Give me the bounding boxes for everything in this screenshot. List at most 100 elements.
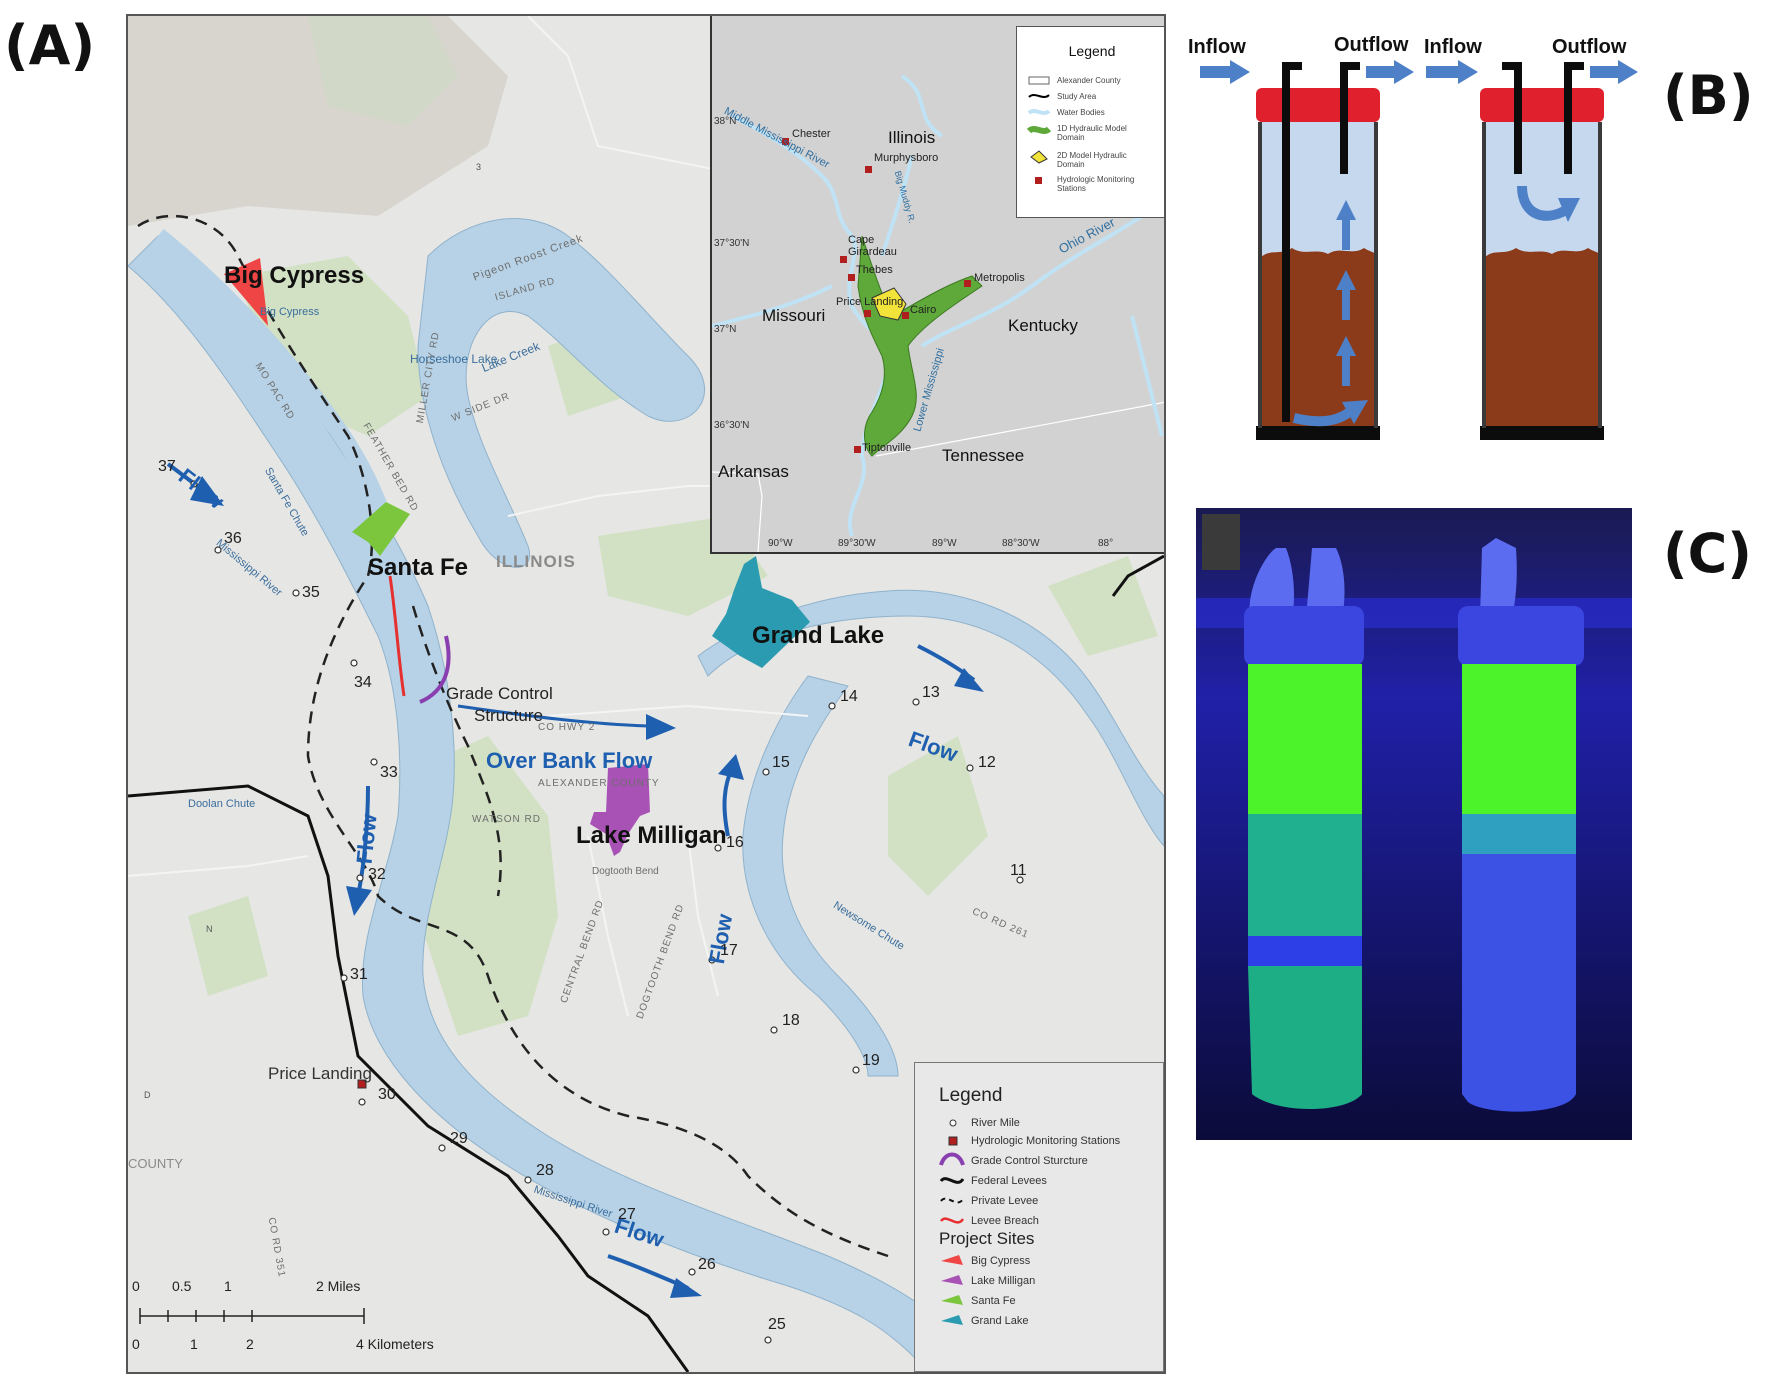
map-legend-item-private-levee: Private Levee xyxy=(971,1195,1039,1207)
alexander-county-label: ALEXANDER COUNTY xyxy=(538,778,660,789)
lake-milligan-site xyxy=(590,764,650,856)
river-mile-31: 31 xyxy=(350,966,368,983)
map-legend-item-federal-levees: Federal Levees xyxy=(971,1175,1047,1187)
inset-city-tiptonville: Tiptonville xyxy=(862,442,912,454)
outflow-label-left: Outflow xyxy=(1334,34,1409,56)
river-mile-34: 34 xyxy=(354,674,372,691)
inset-legend-item-alexander-county: Alexander County xyxy=(1057,76,1121,85)
river-mile-28: 28 xyxy=(536,1162,554,1179)
dogtooth-label: Dogtooth Bend xyxy=(592,866,659,877)
grand-lake-site xyxy=(712,556,810,668)
santa-fe-site xyxy=(352,502,410,556)
co-hwy-2-label: CO HWY 2 xyxy=(538,722,596,733)
uv-photo-art xyxy=(1196,508,1632,1140)
river-mile-37: 37 xyxy=(158,458,176,475)
scale-mi-0-5: 0.5 xyxy=(172,1278,192,1294)
inset-city-murphysboro: Murphysboro xyxy=(874,152,939,164)
flow-label-2: Flow xyxy=(351,812,382,866)
river-mile-19: 19 xyxy=(862,1052,880,1069)
big-cypress-site xyxy=(224,258,268,326)
river-mile-11: 11 xyxy=(1010,862,1027,879)
map-legend-item-river-mile: River Mile xyxy=(971,1117,1020,1129)
inset-legend: Legend Alexander County Study Area Water… xyxy=(1016,26,1164,218)
scale-km-4: 4 Kilometers xyxy=(356,1336,434,1352)
river-mile-30: 30 xyxy=(378,1086,396,1103)
map-legend-item-levee-breach: Levee Breach xyxy=(971,1215,1039,1227)
panel-label-b: (B) xyxy=(1663,64,1754,127)
doolan-chute-label: Doolan Chute xyxy=(188,798,256,810)
county-label: COUNTY xyxy=(128,1156,183,1171)
santa-fe-label: Santa Fe xyxy=(368,554,469,581)
inset-legend-item-stations: Hydrologic Monitoring Stations xyxy=(1057,175,1135,193)
inset-city-chester: Chester xyxy=(792,128,831,140)
inset-missouri: Missouri xyxy=(762,306,826,325)
inset-city-price-landing: Price Landing xyxy=(836,296,904,308)
inset-lon-90: 90°W xyxy=(768,538,793,549)
inset-city-metropolis: Metropolis xyxy=(974,272,1025,284)
inset-lat-37-30: 37°30'N xyxy=(714,238,750,249)
inflow-label-right: Inflow xyxy=(1424,36,1482,58)
river-mile-35: 35 xyxy=(302,584,320,601)
river-mile-14: 14 xyxy=(840,688,858,705)
inset-city-cairo: Cairo xyxy=(910,304,937,316)
river-mile-16: 16 xyxy=(726,834,744,851)
price-landing-label: Price Landing xyxy=(268,1064,372,1083)
inset-legend-item-water-bodies: Water Bodies xyxy=(1057,108,1105,117)
river-mile-33: 33 xyxy=(380,764,398,781)
map-legend-title: Legend xyxy=(939,1085,1003,1106)
river-mile-36: 36 xyxy=(224,530,242,547)
scale-km-2: 2 xyxy=(246,1336,254,1352)
river-mile-27: 27 xyxy=(618,1206,636,1223)
big-cypress-small-label: Big Cypress xyxy=(260,306,320,318)
inflow-label-left: Inflow xyxy=(1188,36,1246,58)
panel-label-c: (C) xyxy=(1663,522,1752,585)
uv-column-photo xyxy=(1196,508,1632,1140)
inset-lat-38: 38°N xyxy=(714,116,737,127)
study-area-map: Big Cypress Santa Fe Grand Lake Lake Mil… xyxy=(126,14,1166,1374)
river-mile-18: 18 xyxy=(782,1012,800,1029)
route-d-shield: D xyxy=(144,1090,151,1100)
river-mile-15: 15 xyxy=(772,754,790,771)
inset-city-thebes: Thebes xyxy=(856,264,893,276)
map-legend-site-big-cypress: Big Cypress xyxy=(971,1255,1031,1267)
big-cypress-label: Big Cypress xyxy=(224,262,365,289)
river-mile-29: 29 xyxy=(450,1130,468,1147)
regional-inset-map: Illinois Missouri Kentucky Tennessee Ark… xyxy=(710,16,1164,554)
river-mile-12: 12 xyxy=(978,754,996,771)
scale-km-0: 0 xyxy=(132,1336,140,1352)
scale-mi-1: 1 xyxy=(224,1278,232,1294)
inset-city-cape-girardeau: Cape Girardeau xyxy=(848,234,897,258)
river-mile-26: 26 xyxy=(698,1256,716,1273)
map-legend-item-stations: Hydrologic Monitoring Stations xyxy=(971,1135,1121,1147)
inset-legend-item-study-area: Study Area xyxy=(1057,92,1097,101)
map-legend-site-lake-milligan: Lake Milligan xyxy=(971,1275,1036,1287)
inset-legend-item-1d-domain: 1D Hydraulic Model Domain xyxy=(1057,124,1127,142)
map-legend-site-grand-lake: Grand Lake xyxy=(971,1315,1029,1327)
inset-lon-88: 88° xyxy=(1098,538,1114,549)
inset-legend-item-2d-domain: 2D Model Hydraulic Domain xyxy=(1057,151,1127,169)
river-mile-25: 25 xyxy=(768,1316,786,1333)
grade-control-label-2: Structure xyxy=(474,706,543,725)
panel-label-a: (A) xyxy=(4,14,96,77)
river-mile-32: 32 xyxy=(368,866,386,883)
route-3-shield: 3 xyxy=(476,162,482,172)
inset-kentucky: Kentucky xyxy=(1008,316,1078,335)
map-legend-swatches xyxy=(939,1119,965,1325)
column-diagram: Inflow Outflow Inflow Outflow xyxy=(1188,30,1640,458)
route-n-shield: N xyxy=(206,924,213,934)
map-legend-project-sites-title: Project Sites xyxy=(939,1229,1035,1248)
inset-base xyxy=(712,74,1164,552)
scale-mi-0: 0 xyxy=(132,1278,140,1294)
over-bank-flow-label: Over Bank Flow xyxy=(486,748,653,773)
watson-rd-label: WATSON RD xyxy=(472,814,541,825)
inset-lat-37: 37°N xyxy=(714,324,737,335)
map-legend-site-santa-fe: Santa Fe xyxy=(971,1295,1016,1307)
inset-lon-89-30: 89°30'W xyxy=(838,538,876,549)
map-legend: Legend River Mile Hydrologic Monitoring … xyxy=(914,1062,1164,1372)
grand-lake-label: Grand Lake xyxy=(752,622,885,649)
lake-milligan-label: Lake Milligan xyxy=(576,822,727,849)
scale-mi-2: 2 Miles xyxy=(316,1278,361,1294)
inset-legend-title: Legend xyxy=(1068,43,1116,59)
outflow-label-right: Outflow xyxy=(1552,36,1627,58)
inset-illinois: Illinois xyxy=(888,128,936,147)
